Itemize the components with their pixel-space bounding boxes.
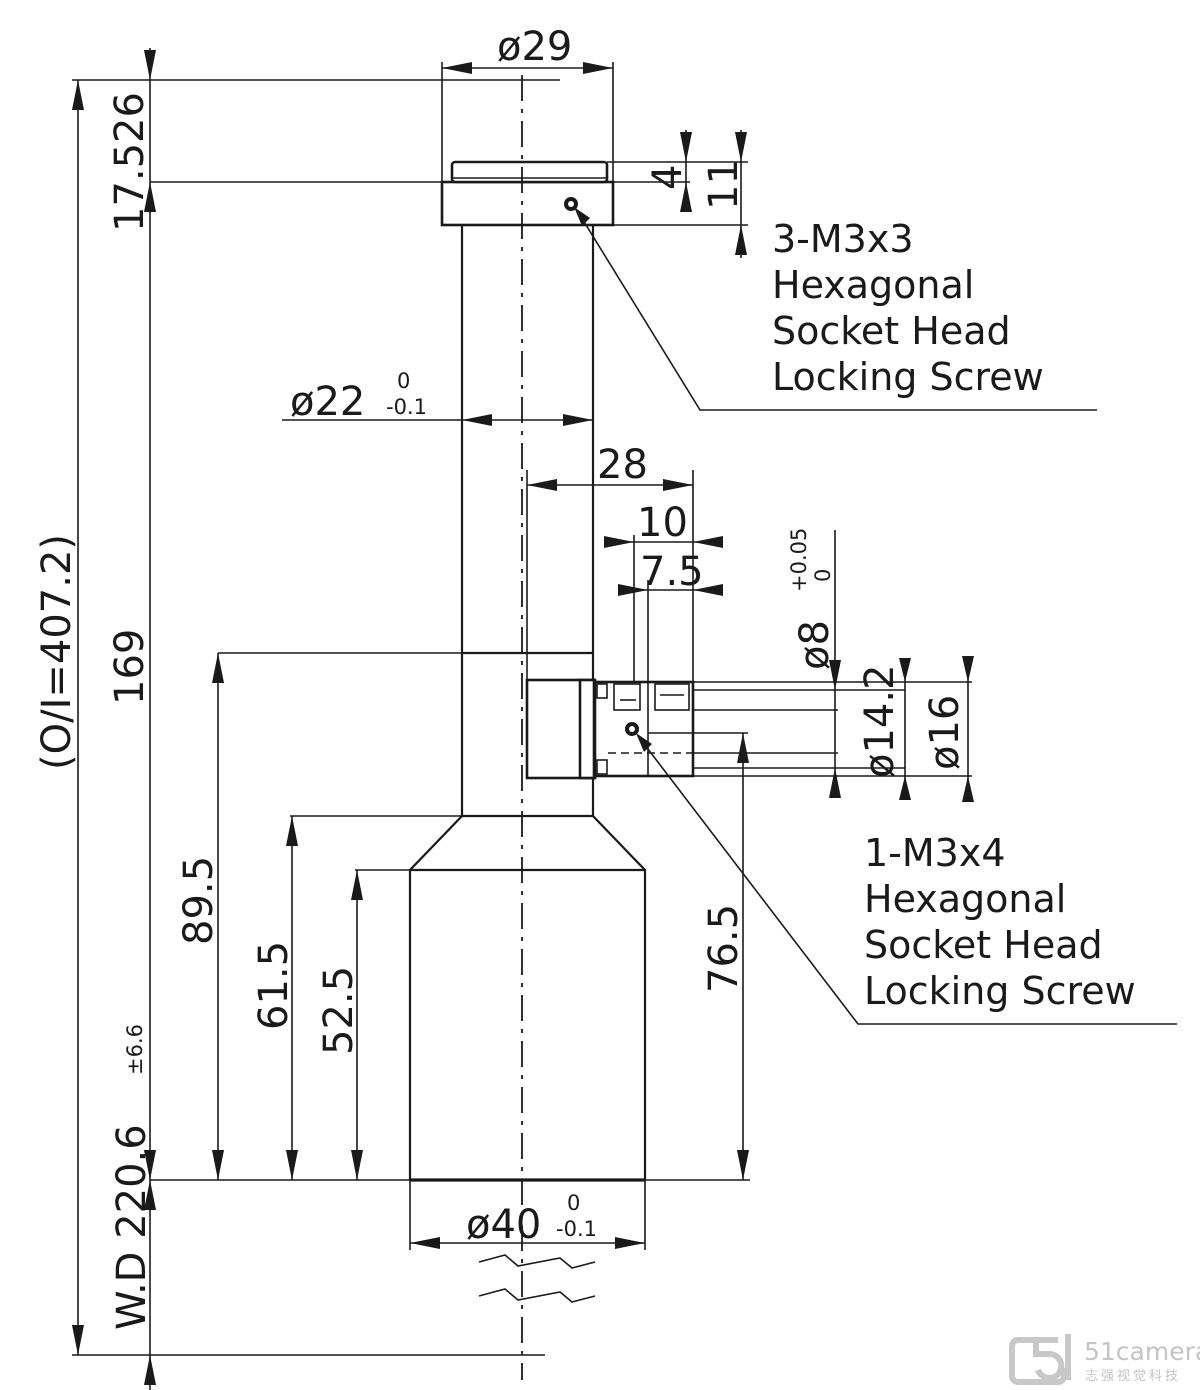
dim-object-to-image: (O/I=407.2): [34, 534, 80, 770]
port-tab-top: [596, 683, 608, 699]
watermark: 51camera 志强视觉科技: [1009, 1334, 1200, 1385]
leader-port-screw: [637, 735, 1177, 1025]
dim-port-dia-1: ø14.2: [857, 664, 903, 778]
dim-flange-ring: 4: [645, 165, 691, 190]
dim-top-diameter: ø29: [497, 24, 572, 70]
port-flange: [578, 678, 596, 780]
note-line: Socket Head: [864, 923, 1103, 967]
note-line: 3-M3x3: [772, 217, 914, 261]
dim-port-bore: ø8: [792, 620, 838, 670]
port-label-1: [613, 683, 641, 711]
dim-body-length: 169: [107, 629, 153, 705]
watermark-logo-icon: [1009, 1334, 1071, 1385]
port-label-2: [654, 683, 690, 711]
tol-front-upper: 0: [567, 1191, 580, 1215]
dimension-labels: ø29 ø22 0 -0.1 ø40 0 -0.1 28 10 7.5 4 11…: [34, 24, 968, 1330]
note-mount-screw: 3-M3x3 Hexagonal Socket Head Locking Scr…: [772, 217, 1044, 399]
tol-tube-lower: -0.1: [386, 395, 427, 419]
dim-working-distance: W.D 220.6: [109, 1124, 155, 1330]
dim-port-height: 89.5: [176, 856, 222, 945]
break-symbol: [478, 1254, 596, 1303]
dim-side-offset: 28: [597, 442, 648, 488]
dim-port-dia-2: ø16: [922, 695, 968, 770]
dim-front-diameter: ø40: [466, 1202, 541, 1248]
port-tab-bottom: [596, 759, 608, 775]
dim-port-axis-height: 76.5: [701, 904, 747, 993]
dim-front-height: 52.5: [316, 966, 362, 1055]
dim-mount-height: 17.526: [107, 92, 153, 232]
watermark-subtitle: 志强视觉科技: [1085, 1369, 1181, 1384]
mount-flange: [440, 180, 615, 227]
note-line: Hexagonal: [864, 877, 1066, 921]
side-port: [593, 680, 695, 778]
lens-body: [408, 160, 695, 1182]
note-port-screw: 1-M3x4 Hexagonal Socket Head Locking Scr…: [864, 831, 1136, 1013]
note-line: Hexagonal: [772, 263, 974, 307]
dim-port-inner: 7.5: [640, 549, 704, 595]
watermark-brand: 51camera: [1084, 1337, 1200, 1366]
dim-tube-diameter: ø22: [290, 379, 365, 425]
leader-mount-screw: [577, 211, 1097, 411]
tol-bore-lower: 0: [811, 569, 835, 582]
note-line: Locking Screw: [772, 355, 1044, 399]
tol-tube-upper: 0: [397, 369, 410, 393]
dimension-lines: [72, 48, 974, 1390]
dim-flange-total: 11: [701, 159, 747, 210]
dim-port-width: 10: [637, 500, 688, 546]
tol-working-distance: ±6.6: [123, 1024, 147, 1075]
tol-front-lower: -0.1: [556, 1217, 597, 1241]
leader-lines: [574, 207, 1177, 1025]
dim-cone-height: 61.5: [251, 941, 297, 1030]
mount-ring: [450, 160, 609, 184]
tol-bore-upper: +0.05: [787, 528, 811, 592]
extension-lines: [72, 62, 972, 1356]
note-line: Socket Head: [772, 309, 1011, 353]
note-line: 1-M3x4: [864, 831, 1006, 875]
note-line: Locking Screw: [864, 969, 1136, 1013]
